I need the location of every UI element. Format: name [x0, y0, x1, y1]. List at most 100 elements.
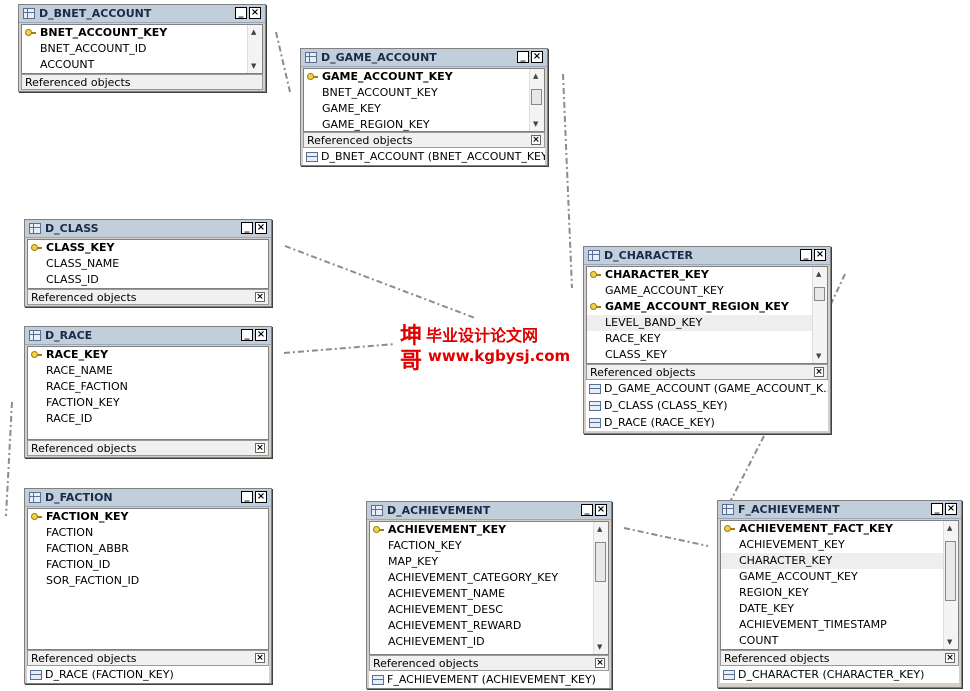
referenced-object-row[interactable]: D_RACE (RACE_KEY): [586, 414, 828, 431]
column-row[interactable]: GAME_ACCOUNT_KEY: [721, 569, 958, 585]
table-titlebar[interactable]: D_FACTION _ ×: [25, 489, 271, 507]
referenced-objects-header[interactable]: Referenced objects×: [303, 132, 545, 148]
column-row-selected[interactable]: CHARACTER_KEY: [721, 553, 958, 569]
scroll-down-arrow-icon[interactable]: ▼: [533, 120, 539, 128]
column-row[interactable]: GAME_ACCOUNT_REGION_KEY: [587, 299, 827, 315]
column-row[interactable]: FACTION_KEY: [370, 538, 608, 554]
column-row[interactable]: ACCOUNT: [22, 57, 262, 73]
table-titlebar[interactable]: D_CHARACTER _ ×: [584, 247, 830, 265]
table-d-class[interactable]: D_CLASS _ × CLASS_KEY CLASS_NAME CLASS_I…: [24, 219, 272, 307]
column-row[interactable]: SOR_FACTION_ID: [28, 573, 268, 589]
column-row[interactable]: CLASS_KEY: [28, 240, 268, 256]
minimize-button[interactable]: _: [931, 503, 943, 515]
column-row[interactable]: COUNT: [721, 633, 958, 649]
referenced-objects-header[interactable]: Referenced objects×: [586, 364, 828, 380]
column-list[interactable]: BNET_ACCOUNT_KEY BNET_ACCOUNT_ID ACCOUNT…: [21, 24, 263, 74]
column-row[interactable]: GAME_KEY: [304, 101, 544, 117]
scroll-down-arrow-icon[interactable]: ▼: [251, 62, 257, 70]
column-row[interactable]: FACTION_ID: [28, 557, 268, 573]
column-row[interactable]: GAME_ACCOUNT_KEY: [587, 283, 827, 299]
column-row-selected[interactable]: LEVEL_BAND_KEY: [587, 315, 827, 331]
scroll-thumb[interactable]: [814, 287, 825, 301]
column-row[interactable]: CLASS_ID: [28, 272, 268, 288]
table-d-race[interactable]: D_RACE _ × RACE_KEY RACE_NAME RACE_FACTI…: [24, 326, 272, 458]
close-icon[interactable]: ×: [255, 292, 265, 302]
scroll-up-arrow-icon[interactable]: ▲: [947, 524, 953, 532]
referenced-object-row[interactable]: D_GAME_ACCOUNT (GAME_ACCOUNT_K...: [586, 380, 828, 397]
scroll-thumb[interactable]: [945, 541, 956, 601]
column-row[interactable]: FACTION_ABBR: [28, 541, 268, 557]
table-d-character[interactable]: D_CHARACTER _ × CHARACTER_KEY GAME_ACCOU…: [583, 246, 831, 434]
minimize-button[interactable]: _: [581, 504, 593, 516]
column-row[interactable]: ACHIEVEMENT_CATEGORY_KEY: [370, 570, 608, 586]
vertical-scrollbar[interactable]: ▲▼: [247, 25, 262, 73]
column-row[interactable]: FACTION_KEY: [28, 509, 268, 525]
column-row[interactable]: RACE_KEY: [28, 347, 268, 363]
table-d-achievement[interactable]: D_ACHIEVEMENT _ × ACHIEVEMENT_KEY FACTIO…: [366, 501, 612, 689]
close-button[interactable]: ×: [255, 222, 267, 234]
column-row[interactable]: BNET_ACCOUNT_ID: [22, 41, 262, 57]
close-button[interactable]: ×: [814, 249, 826, 261]
column-row[interactable]: ACHIEVEMENT_KEY: [721, 537, 958, 553]
column-row[interactable]: CHARACTER_KEY: [587, 267, 827, 283]
column-list[interactable]: ACHIEVEMENT_KEY FACTION_KEY MAP_KEY ACHI…: [369, 521, 609, 655]
vertical-scrollbar[interactable]: ▲▼: [593, 522, 608, 654]
table-titlebar[interactable]: D_BNET_ACCOUNT _ ×: [19, 5, 265, 23]
minimize-button[interactable]: _: [800, 249, 812, 261]
column-list[interactable]: GAME_ACCOUNT_KEY BNET_ACCOUNT_KEY GAME_K…: [303, 68, 545, 132]
close-icon[interactable]: ×: [595, 658, 605, 668]
referenced-objects-header[interactable]: Referenced objects×: [27, 440, 269, 456]
column-row[interactable]: ACHIEVEMENT_REWARD: [370, 618, 608, 634]
close-button[interactable]: ×: [945, 503, 957, 515]
column-row[interactable]: RACE_ID: [28, 411, 268, 427]
table-titlebar[interactable]: D_ACHIEVEMENT _ ×: [367, 502, 611, 520]
close-button[interactable]: ×: [255, 329, 267, 341]
column-row[interactable]: MAP_KEY: [370, 554, 608, 570]
column-list[interactable]: RACE_KEY RACE_NAME RACE_FACTION FACTION_…: [27, 346, 269, 440]
close-button[interactable]: ×: [255, 491, 267, 503]
minimize-button[interactable]: _: [241, 329, 253, 341]
column-row[interactable]: ACHIEVEMENT_KEY: [370, 522, 608, 538]
referenced-objects-header[interactable]: Referenced objects×: [720, 650, 959, 666]
referenced-object-row[interactable]: D_BNET_ACCOUNT (BNET_ACCOUNT_KEY): [303, 148, 545, 165]
column-row[interactable]: RACE_KEY: [587, 331, 827, 347]
column-list[interactable]: CLASS_KEY CLASS_NAME CLASS_ID: [27, 239, 269, 289]
column-row[interactable]: FACTION: [28, 525, 268, 541]
minimize-button[interactable]: _: [241, 222, 253, 234]
column-row[interactable]: GAME_ACCOUNT_KEY: [304, 69, 544, 85]
vertical-scrollbar[interactable]: ▲▼: [943, 521, 958, 649]
scroll-down-arrow-icon[interactable]: ▼: [597, 643, 603, 651]
column-row[interactable]: FACTION_KEY: [28, 395, 268, 411]
table-titlebar[interactable]: D_CLASS _ ×: [25, 220, 271, 238]
column-row[interactable]: BNET_ACCOUNT_KEY: [22, 25, 262, 41]
column-row[interactable]: RACE_NAME: [28, 363, 268, 379]
table-d-bnet-account[interactable]: D_BNET_ACCOUNT _ × BNET_ACCOUNT_KEY BNET…: [18, 4, 266, 92]
column-list[interactable]: FACTION_KEY FACTION FACTION_ABBR FACTION…: [27, 508, 269, 650]
scroll-thumb[interactable]: [595, 542, 606, 582]
scroll-thumb[interactable]: [531, 89, 542, 105]
vertical-scrollbar[interactable]: ▲▼: [812, 267, 827, 363]
column-row[interactable]: ACHIEVEMENT_DESC: [370, 602, 608, 618]
close-button[interactable]: ×: [595, 504, 607, 516]
referenced-objects-header[interactable]: Referenced objects×: [369, 655, 609, 671]
referenced-objects-header[interactable]: Referenced objects×: [27, 650, 269, 666]
column-row[interactable]: RACE_FACTION: [28, 379, 268, 395]
minimize-button[interactable]: _: [517, 51, 529, 63]
column-row[interactable]: ACHIEVEMENT_NAME: [370, 586, 608, 602]
column-row[interactable]: CLASS_NAME: [28, 256, 268, 272]
column-row[interactable]: REGION_KEY: [721, 585, 958, 601]
table-f-achievement[interactable]: F_ACHIEVEMENT _ × ACHIEVEMENT_FACT_KEY A…: [717, 500, 962, 688]
column-row[interactable]: CLASS_KEY: [587, 347, 827, 363]
column-row[interactable]: GAME_REGION_KEY: [304, 117, 544, 131]
table-d-game-account[interactable]: D_GAME_ACCOUNT _ × GAME_ACCOUNT_KEY BNET…: [300, 48, 548, 166]
close-button[interactable]: ×: [531, 51, 543, 63]
close-icon[interactable]: ×: [531, 135, 541, 145]
column-list[interactable]: ACHIEVEMENT_FACT_KEY ACHIEVEMENT_KEY CHA…: [720, 520, 959, 650]
table-titlebar[interactable]: D_GAME_ACCOUNT _ ×: [301, 49, 547, 67]
column-list[interactable]: CHARACTER_KEY GAME_ACCOUNT_KEY GAME_ACCO…: [586, 266, 828, 364]
referenced-objects-header[interactable]: Referenced objects×: [27, 289, 269, 305]
scroll-up-arrow-icon[interactable]: ▲: [251, 28, 257, 36]
column-row[interactable]: ACHIEVEMENT_ID: [370, 634, 608, 650]
table-titlebar[interactable]: D_RACE _ ×: [25, 327, 271, 345]
close-icon[interactable]: ×: [255, 653, 265, 663]
